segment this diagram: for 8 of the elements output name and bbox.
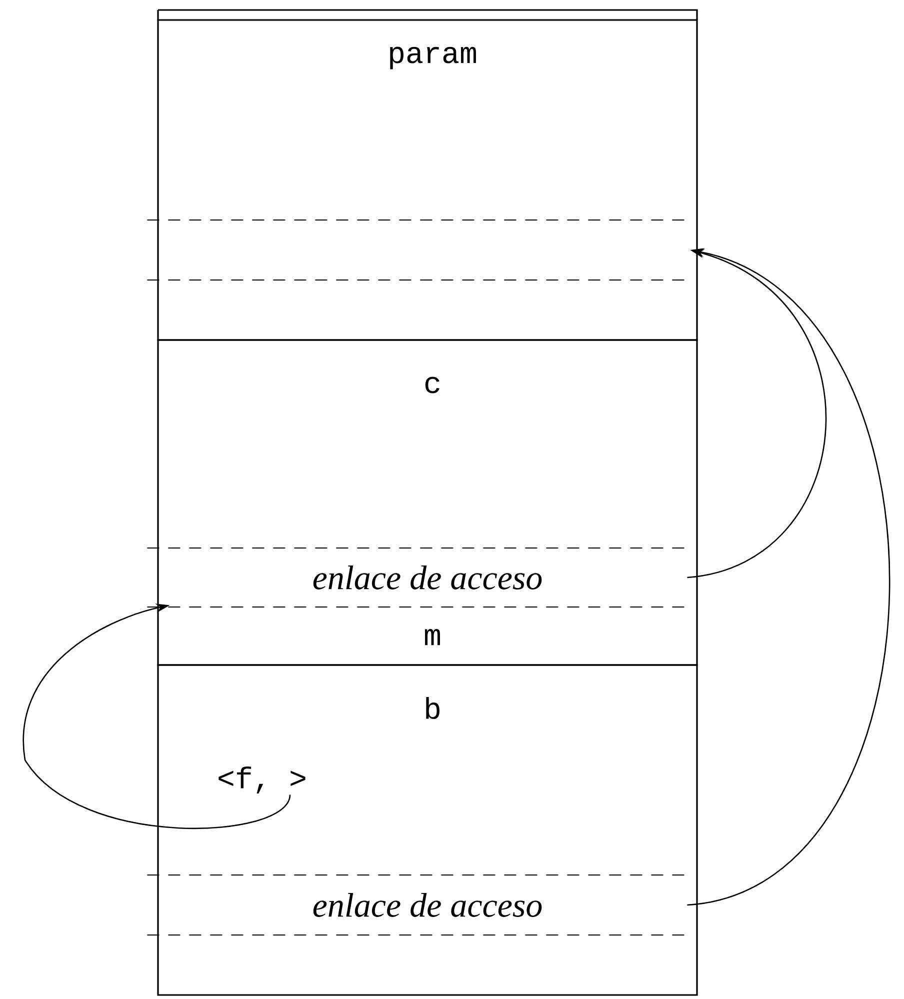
arrow — [687, 249, 826, 578]
field-slot — [146, 220, 687, 280]
arrow — [687, 248, 890, 906]
field-slot: enlace de acceso — [146, 548, 687, 608]
arrow — [22, 604, 291, 829]
activation-record: param — [157, 9, 698, 341]
closure-text: <f, > — [218, 766, 306, 794]
field-slot: enlace de acceso — [146, 874, 687, 936]
